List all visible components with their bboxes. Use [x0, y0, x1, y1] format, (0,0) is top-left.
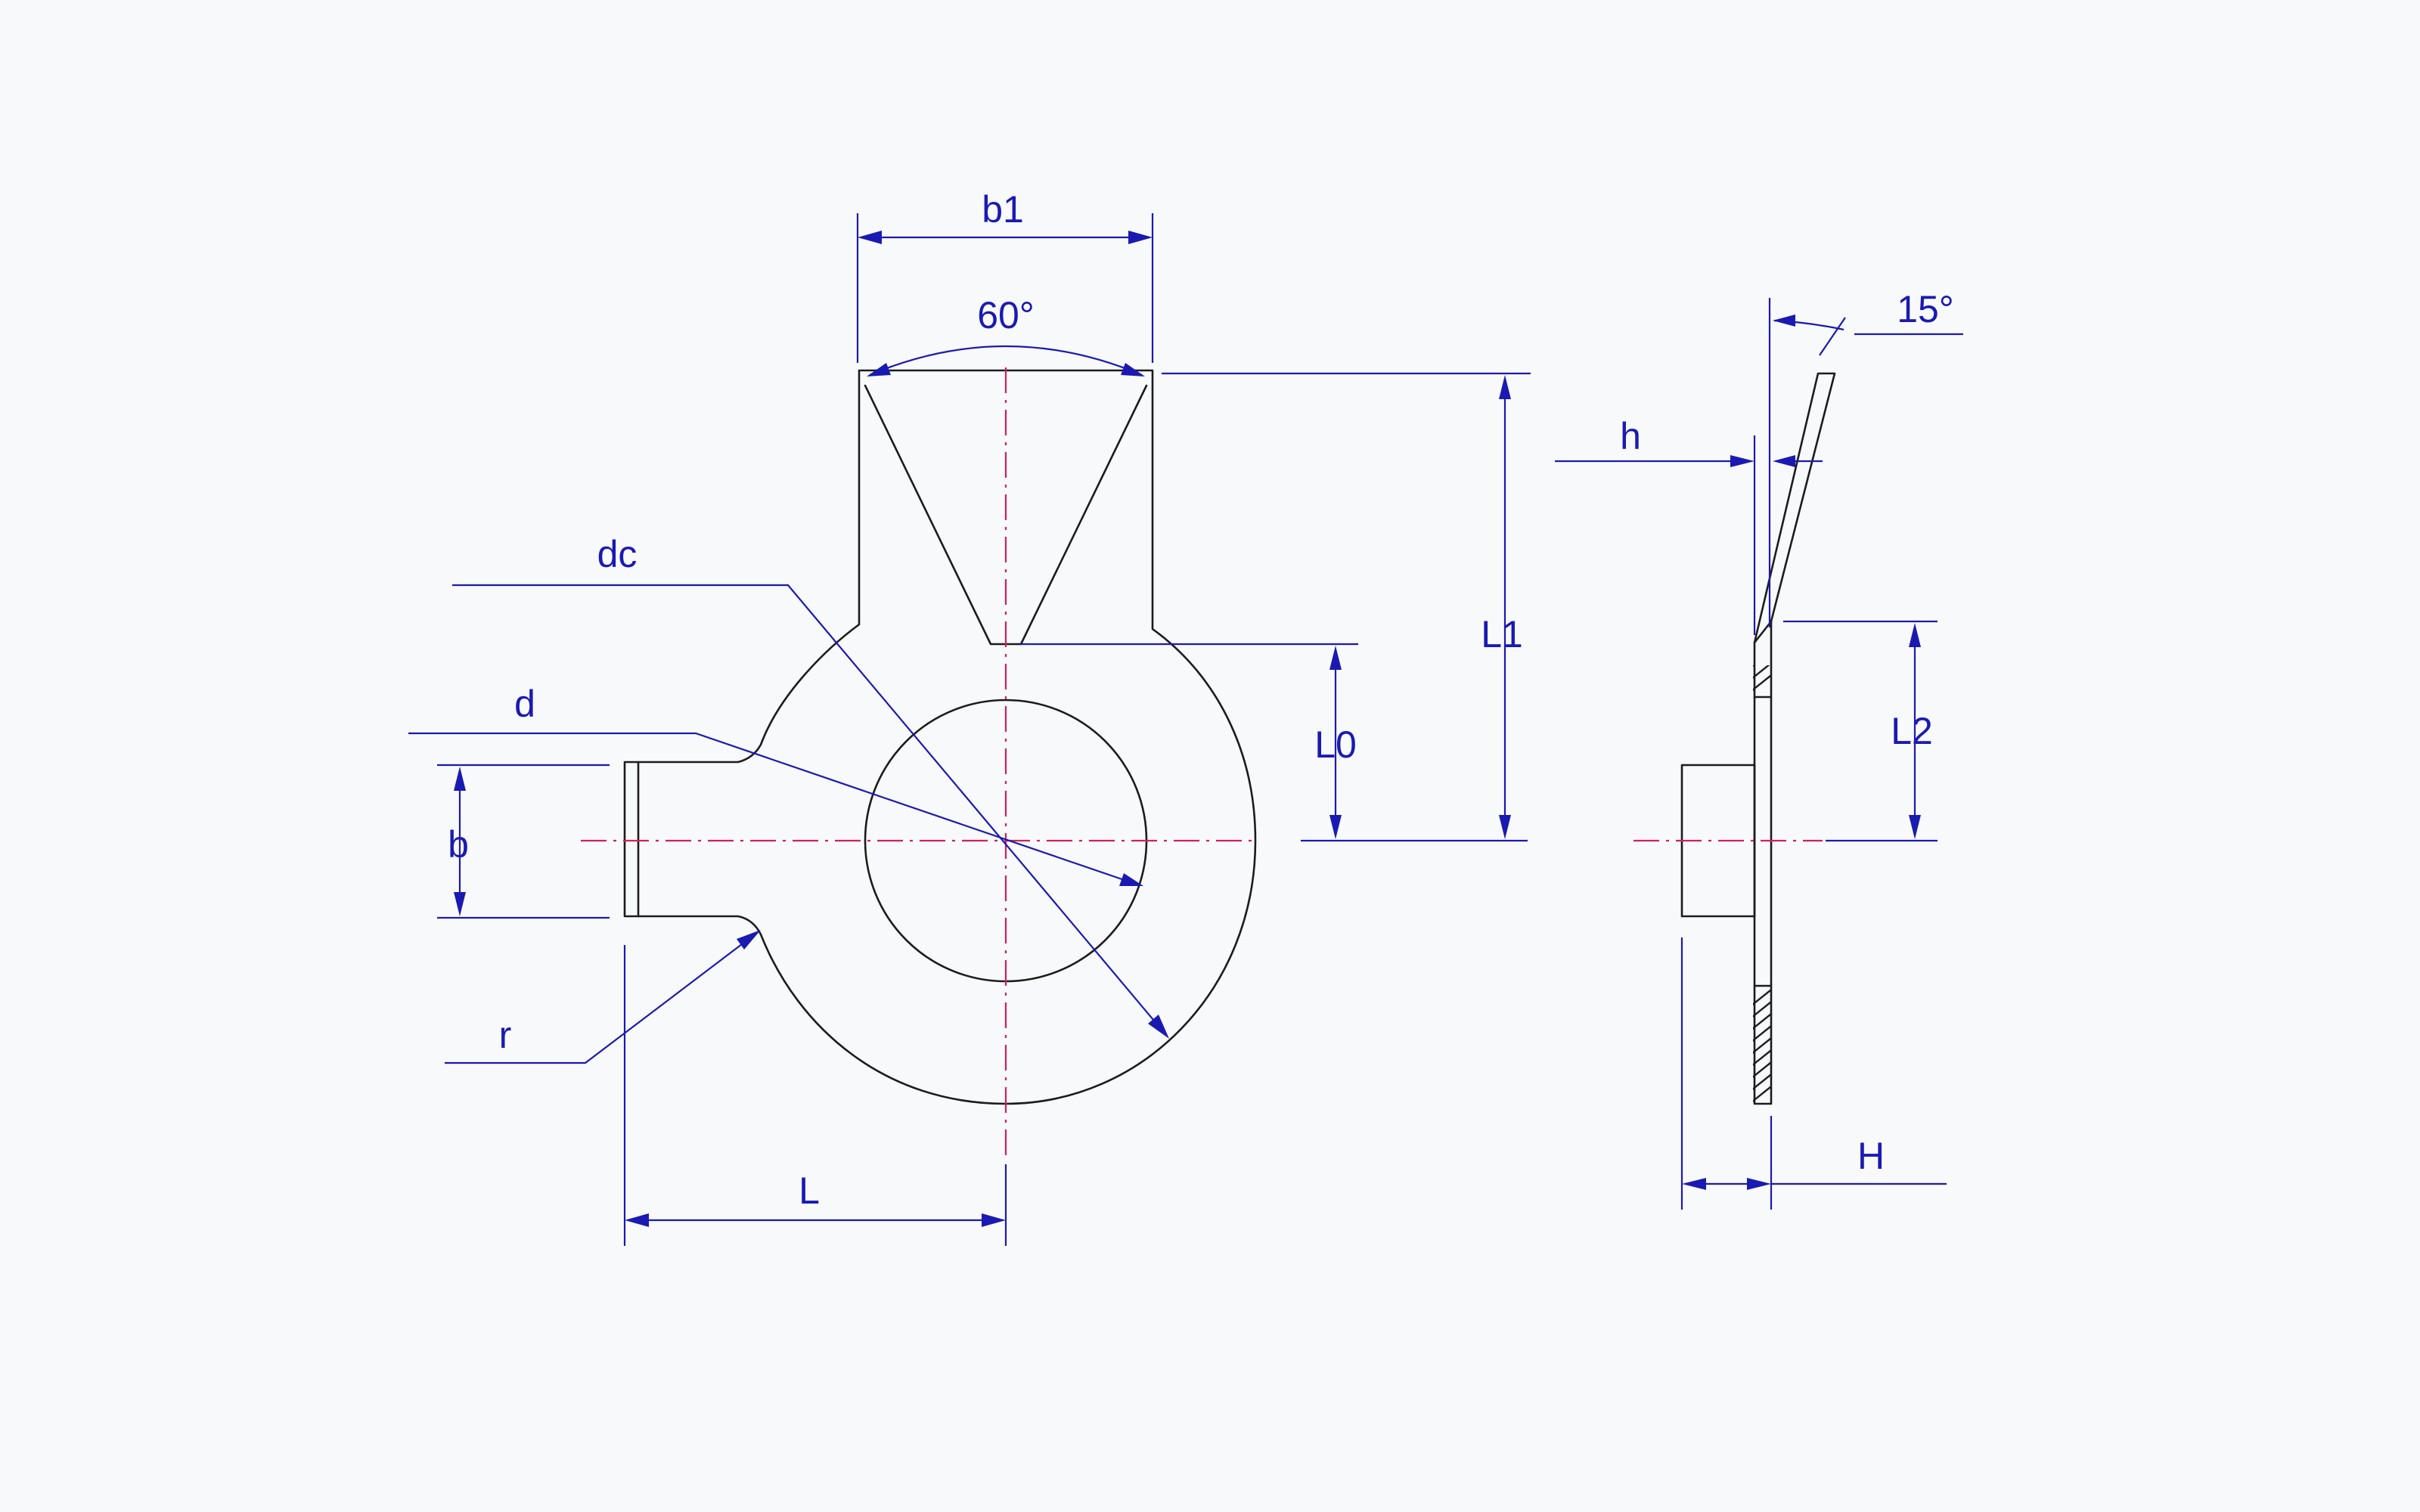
dim-L0: L0: [1019, 643, 1528, 842]
label-r: r: [499, 1014, 512, 1056]
dim-angle-15: 15°: [1768, 288, 1963, 627]
leader-d: d: [408, 683, 1143, 886]
dim-h: h: [1555, 415, 1823, 635]
label-b: b: [448, 823, 469, 866]
washer-outline: [623, 369, 1257, 1105]
label-b1: b1: [982, 188, 1024, 231]
label-L2: L2: [1891, 710, 1933, 752]
dim-b1: b1: [856, 188, 1154, 363]
dim-H: H: [1680, 937, 1947, 1210]
side-bent-tab: [1753, 372, 1836, 644]
label-L1: L1: [1481, 613, 1523, 655]
section-hatching: [1753, 665, 1771, 1102]
side-bar: [1753, 620, 1773, 1105]
label-d: d: [514, 683, 535, 725]
leader-dc: dc: [452, 533, 1169, 1039]
dim-L2: L2: [1783, 620, 1938, 842]
label-angle-60: 60°: [977, 294, 1035, 336]
label-L: L: [799, 1170, 820, 1212]
dim-L: L: [623, 945, 1007, 1246]
label-H: H: [1857, 1135, 1885, 1177]
side-view: [1634, 372, 1836, 1105]
label-L0: L0: [1314, 723, 1357, 766]
leader-r: r: [445, 930, 761, 1064]
label-h: h: [1620, 415, 1641, 457]
label-angle-15: 15°: [1897, 288, 1954, 330]
dim-angle-60: 60°: [867, 294, 1145, 376]
dim-b: b: [437, 764, 610, 919]
front-view: [581, 367, 1258, 1157]
dim-L1: L1: [1162, 372, 1531, 839]
label-dc: dc: [597, 533, 638, 575]
